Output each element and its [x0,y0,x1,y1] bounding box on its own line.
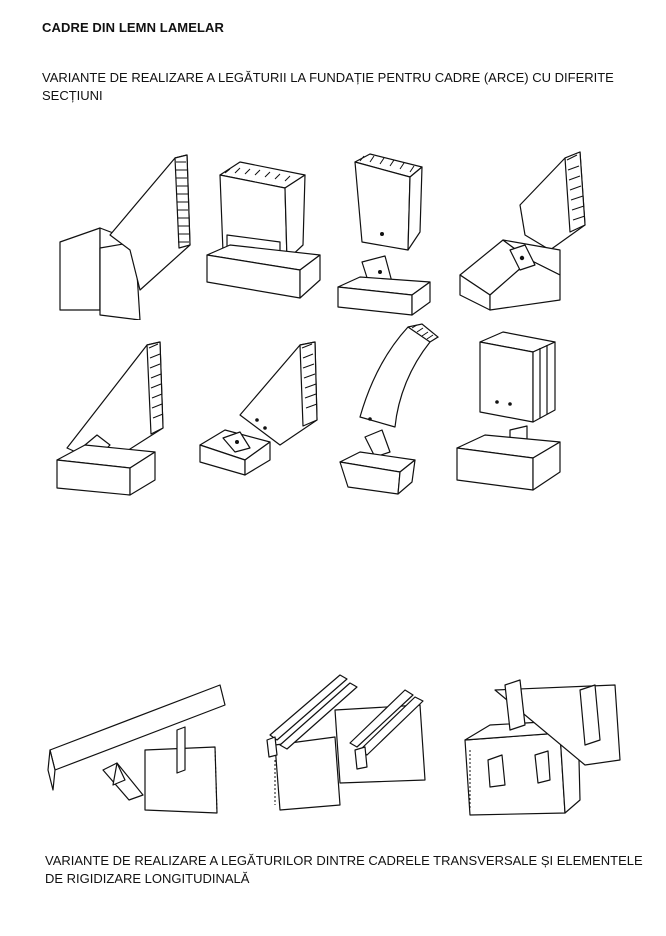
figure-foundation-detail-6 [195,340,325,480]
figure-foundation-detail-5 [55,340,170,500]
figure-foundation-detail-3 [330,152,440,317]
figure-foundation-detail-4 [455,150,595,315]
figure-foundation-detail-7 [330,322,445,497]
figure-foundation-detail-1 [55,150,205,320]
figure-foundation-detail-8 [455,330,580,495]
figure-frame-connection-1 [45,675,230,820]
figure-foundation-detail-2 [205,160,330,300]
figure-frame-connection-2 [255,665,440,815]
caption-frame-connections: VARIANTE DE REALIZARE A LEGĂTURILOR DINT… [45,853,643,886]
page-title: CADRE DIN LEMN LAMELAR [42,20,225,35]
figure-frame-connection-3 [450,665,640,820]
caption-foundation-connections: VARIANTE DE REALIZARE A LEGĂTURII LA FUN… [42,70,614,103]
